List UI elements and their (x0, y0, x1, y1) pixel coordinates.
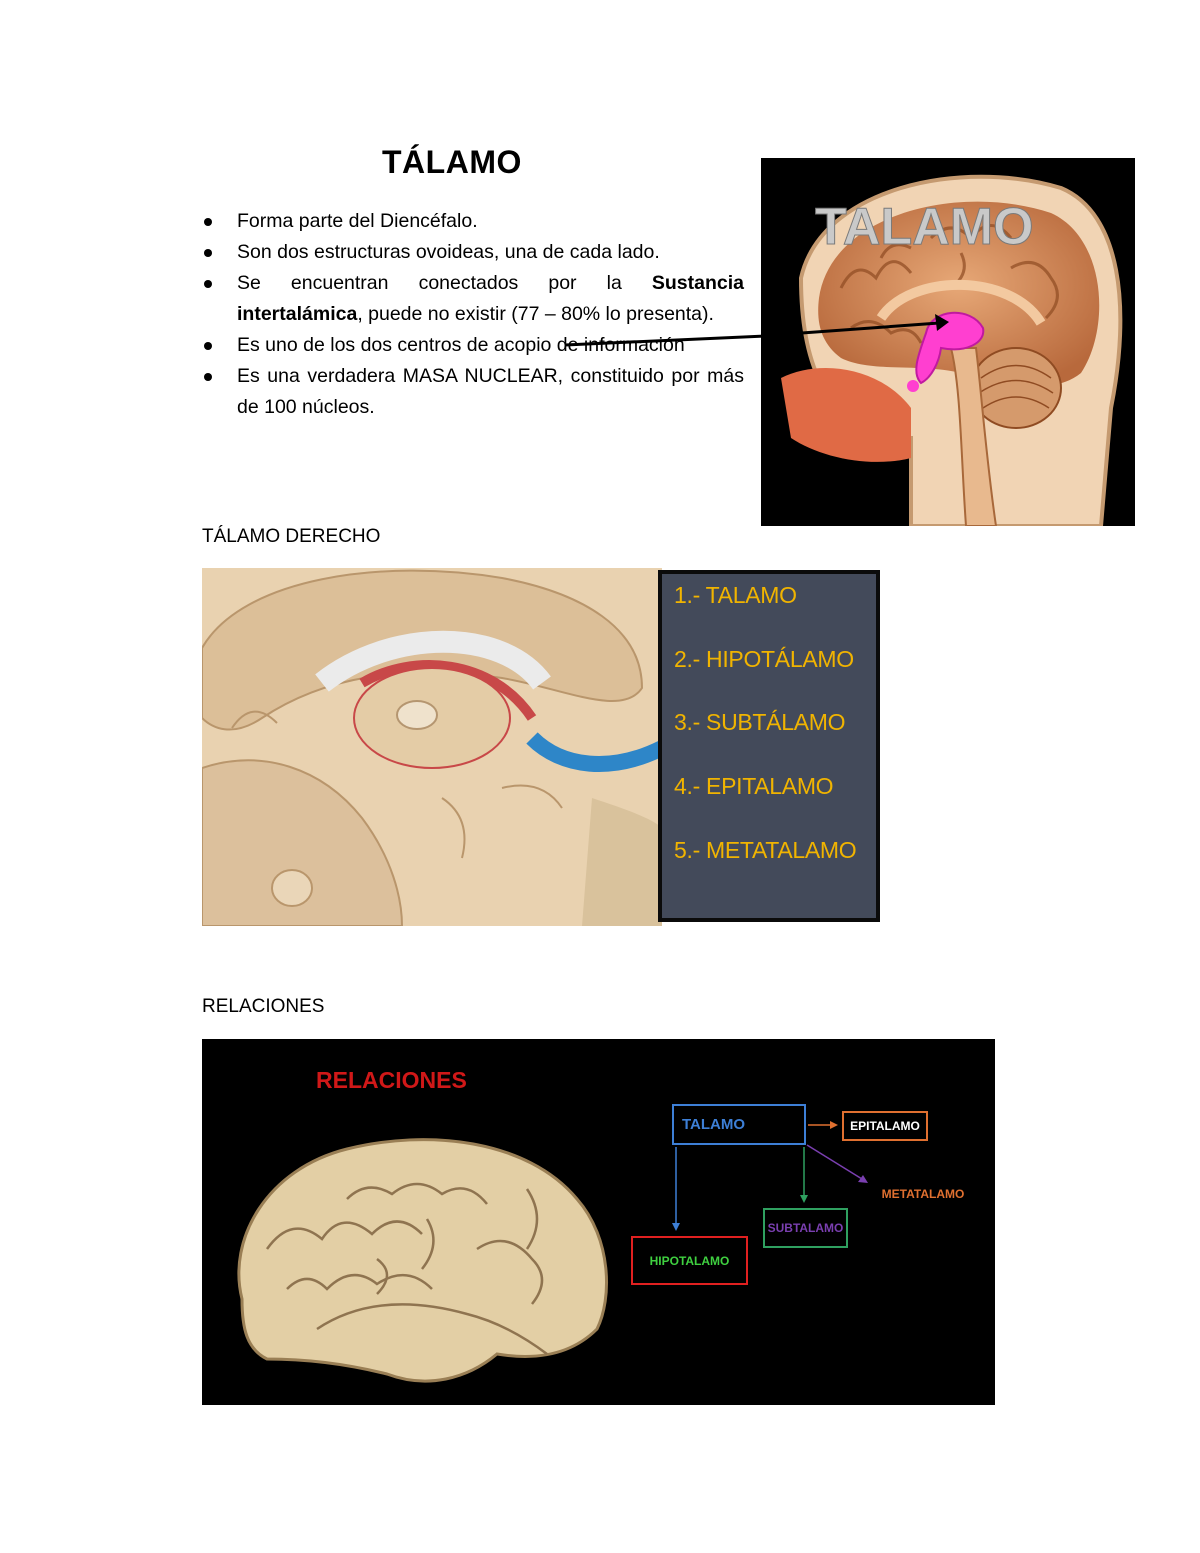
section-label-relaciones: RELACIONES (202, 996, 325, 1017)
bullet-text: Es una verdadera MASA NUCLEAR, constitui… (237, 365, 744, 418)
node-epitalamo: EPITALAMO (842, 1111, 928, 1141)
bullet-text: Forma parte del Diencéfalo. (237, 210, 478, 232)
node-hipotalamo: HIPOTALAMO (631, 1236, 748, 1285)
node-metatalamo: METATALAMO (881, 1187, 965, 1201)
thalamus-section-illustration (202, 568, 666, 926)
node-subtalamo: SUBTALAMO (763, 1208, 848, 1248)
panel-item-metatalamo: 5.- METATALAMO (674, 837, 857, 863)
bullet-list: Forma parte del Diencéfalo. Son dos estru… (200, 206, 744, 423)
talamo-figure: TALAMO (761, 158, 1135, 526)
bullet-item: Forma parte del Diencéfalo. (200, 206, 744, 237)
panel-item-hipotalamo: 2.- HIPOTÁLAMO (674, 646, 854, 672)
talamo-illustration: TALAMO (761, 174, 1123, 526)
panel-item-epitalamo: 4.- EPITALAMO (674, 773, 834, 799)
relaciones-heading: RELACIONES (316, 1067, 467, 1093)
brain-illustration (237, 1138, 609, 1383)
relaciones-figure: RELACIONES TALAMO EPITALAMO METATALAMO S… (202, 1039, 995, 1405)
bullet-text: Se encuentran conectados por la (237, 272, 652, 294)
talamo-overlay-text: TALAMO (815, 198, 1034, 256)
bullet-item: Es uno de los dos centros de acopio de i… (200, 330, 744, 361)
bullet-bold-text: Sustancia intertalámica (237, 272, 744, 325)
panel-item-talamo: 1.- TALAMO (674, 582, 797, 608)
bullet-item: Son dos estructuras ovoideas, una de cad… (200, 237, 744, 268)
pointer-arrow (564, 334, 765, 347)
structures-list-panel: 1.- TALAMO 2.- HIPOTÁLAMO 3.- SUBTÁLAMO … (658, 570, 880, 922)
section-label-derecho: TÁLAMO DERECHO (202, 526, 381, 547)
bullet-text: , puede no existir (77 – 80% lo presenta… (357, 303, 714, 325)
talamo-highlight (915, 311, 985, 385)
bullet-item: Se encuentran conectados por la Sustanci… (200, 268, 744, 330)
panel-item-subtalamo: 3.- SUBTÁLAMO (674, 709, 846, 735)
bullet-text: Son dos estructuras ovoideas, una de cad… (237, 241, 660, 263)
flow-connectors (672, 1121, 868, 1231)
page-title: TÁLAMO (382, 144, 522, 180)
bullet-text: Es uno de los dos centros de acopio de i… (237, 334, 685, 356)
bullet-item: Es una verdadera MASA NUCLEAR, constitui… (200, 361, 744, 423)
node-talamo: TALAMO (672, 1104, 806, 1145)
